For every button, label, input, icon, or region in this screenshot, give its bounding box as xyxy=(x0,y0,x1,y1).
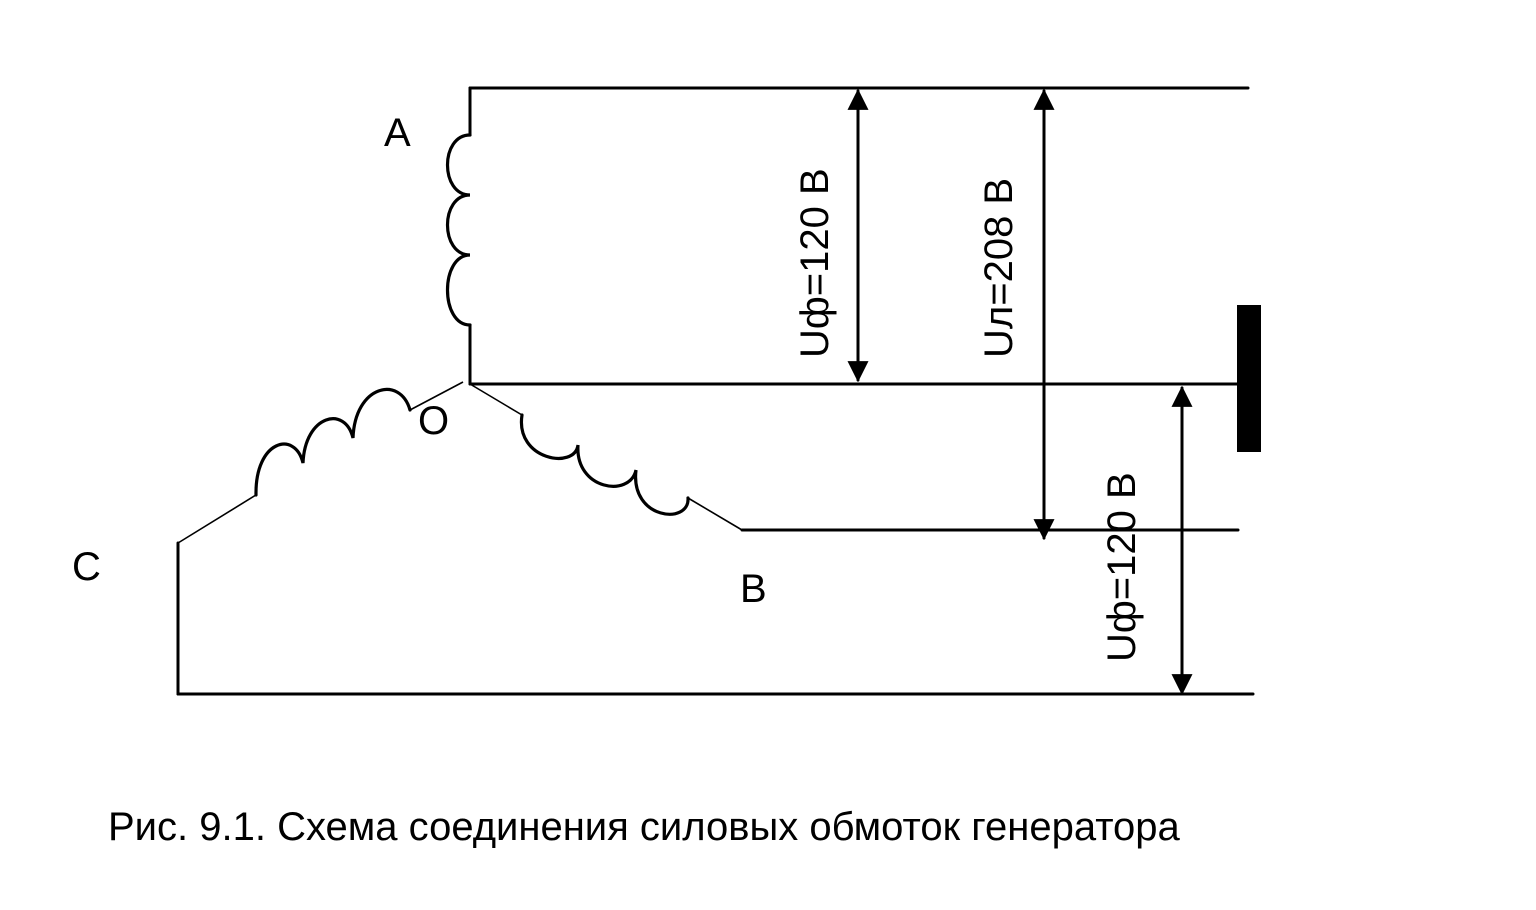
coil-a xyxy=(445,133,472,327)
label-c: C xyxy=(72,545,101,589)
figure-caption: Рис. 9.1. Схема соединения силовых обмот… xyxy=(108,805,1181,849)
label-phase-voltage-bottom: Uф=120 В xyxy=(1100,472,1144,662)
coil-b xyxy=(519,413,690,516)
label-line-voltage: Uл=208 В xyxy=(977,178,1021,358)
winding-a xyxy=(445,86,472,386)
label-b: B xyxy=(740,567,767,611)
coil-c xyxy=(254,387,412,497)
ground-bar xyxy=(1237,305,1261,452)
label-neutral: O xyxy=(418,399,449,443)
winding-b xyxy=(469,383,743,531)
label-a: A xyxy=(384,111,411,155)
winding-c xyxy=(176,381,464,696)
label-phase-voltage-top: Uф=120 В xyxy=(793,168,837,358)
